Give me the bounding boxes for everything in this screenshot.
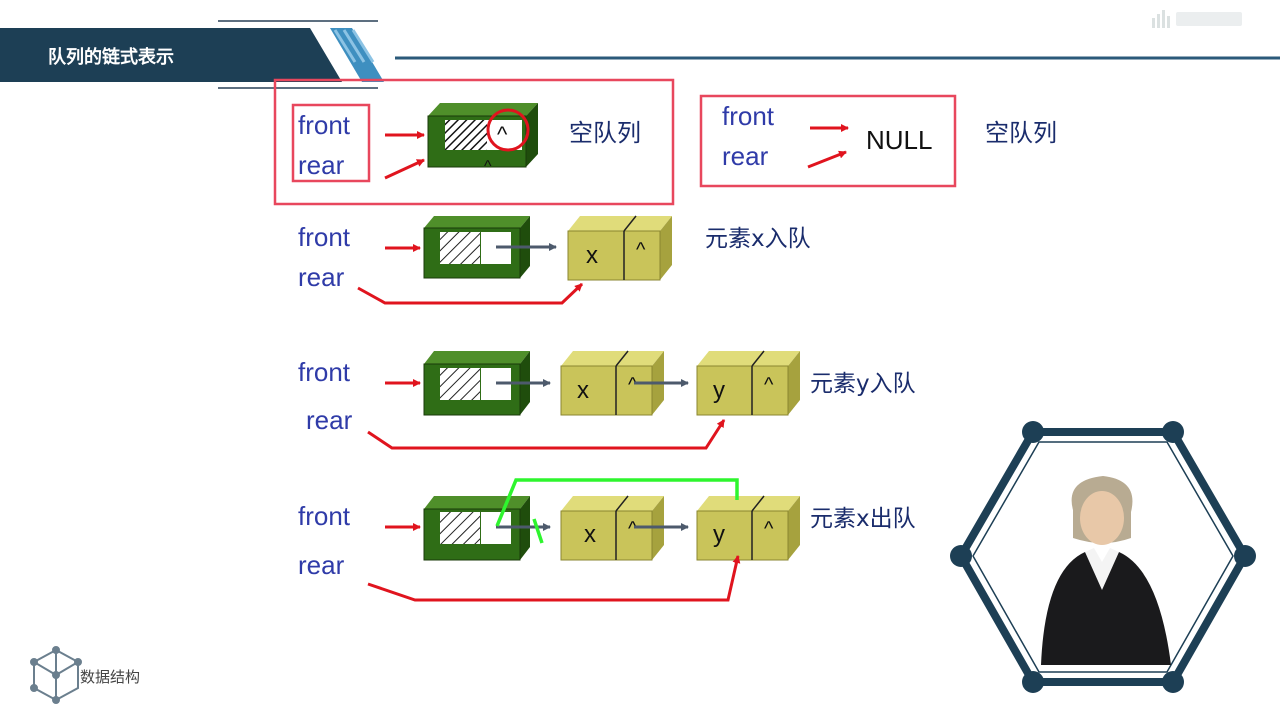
rear-pointer-r4 bbox=[367, 555, 741, 602]
header-banner bbox=[0, 20, 1280, 89]
node-y-r3: y ^ bbox=[696, 350, 800, 416]
front-label-r3: front bbox=[298, 357, 351, 387]
rear-pointer bbox=[384, 158, 425, 180]
node-x-r3: x ^ bbox=[560, 350, 664, 416]
caption-empty-b: 空队列 bbox=[985, 119, 1057, 147]
pointer-frame bbox=[291, 103, 371, 183]
node-x-r4: x ^ bbox=[560, 495, 664, 561]
head-node: ^ ^ bbox=[427, 103, 538, 175]
empty-queue-null: front rear NULL 空队列 bbox=[699, 94, 1057, 188]
rear-label-r2: rear bbox=[298, 262, 345, 292]
rear-label-null: rear bbox=[722, 141, 769, 171]
cut-mark bbox=[532, 518, 544, 544]
header-deco-slash-2 bbox=[342, 29, 366, 63]
page-title: 队列的链式表示 bbox=[48, 47, 174, 68]
head-null-caret: ^ bbox=[497, 122, 508, 147]
brand-logo-icon bbox=[30, 646, 82, 704]
dequeue-x-row: front rear x ^ y ^ bbox=[298, 478, 916, 602]
enqueue-y-row: front rear x ^ y ^ bbox=[298, 350, 916, 450]
caption-enqueue-x: 元素x入队 bbox=[705, 226, 811, 252]
rear-label-r3: rear bbox=[306, 405, 353, 435]
highlight-frame bbox=[273, 78, 675, 206]
front-label-r2: front bbox=[298, 222, 351, 252]
caption-enqueue-y: 元素y入队 bbox=[810, 371, 916, 397]
rear-pointer-r3 bbox=[367, 419, 726, 450]
node-x-label-r3: x bbox=[577, 377, 589, 404]
head-data-field bbox=[445, 120, 487, 150]
header-bar bbox=[0, 28, 342, 82]
enqueue-x-row: front rear x ^ 元素x入队 bbox=[298, 215, 811, 305]
head-null-caret-small: ^ bbox=[484, 158, 492, 175]
node-x-null-r4: ^ bbox=[628, 518, 638, 540]
null-frame bbox=[699, 94, 957, 188]
front-label-null: front bbox=[722, 101, 775, 131]
null-text: NULL bbox=[866, 125, 932, 155]
node-x-r2: x ^ bbox=[567, 215, 672, 281]
front-label-r4: front bbox=[298, 501, 351, 531]
node-y-null-r3: ^ bbox=[764, 374, 774, 396]
header-deco-slash-3 bbox=[351, 29, 375, 63]
node-y-label-r4: y bbox=[713, 521, 725, 548]
rear-pointer-r2 bbox=[357, 282, 584, 305]
empty-queue-with-head: front rear ^ ^ 空队列 bbox=[273, 78, 675, 206]
node-x-null: ^ bbox=[636, 239, 646, 261]
brand-name: 数据结构 bbox=[80, 668, 141, 686]
presenter-video-inset bbox=[950, 421, 1256, 693]
head-node-r4 bbox=[423, 496, 530, 561]
front-label: front bbox=[298, 110, 351, 140]
node-y-r4: y ^ bbox=[696, 495, 800, 561]
rear-label-r4: rear bbox=[298, 550, 345, 580]
watermark-logo-icon bbox=[1152, 10, 1242, 28]
rear-label: rear bbox=[298, 150, 345, 180]
bypass-link bbox=[495, 478, 739, 527]
node-y-null-r4: ^ bbox=[764, 518, 774, 540]
caption-empty-a: 空队列 bbox=[569, 119, 641, 147]
caption-dequeue-x: 元素x出队 bbox=[810, 506, 916, 532]
node-x-label-r4: x bbox=[584, 521, 596, 548]
node-y-label-r3: y bbox=[713, 377, 725, 404]
node-x-null-r3: ^ bbox=[628, 374, 638, 396]
presenter-figure bbox=[1041, 476, 1171, 665]
rear-pointer-null bbox=[807, 150, 847, 169]
head-node-r3 bbox=[423, 351, 530, 416]
head-node-r2 bbox=[423, 216, 530, 279]
node-x-label: x bbox=[586, 242, 598, 269]
header-deco-slash-1 bbox=[333, 29, 357, 63]
null-highlight-circle bbox=[486, 108, 530, 152]
